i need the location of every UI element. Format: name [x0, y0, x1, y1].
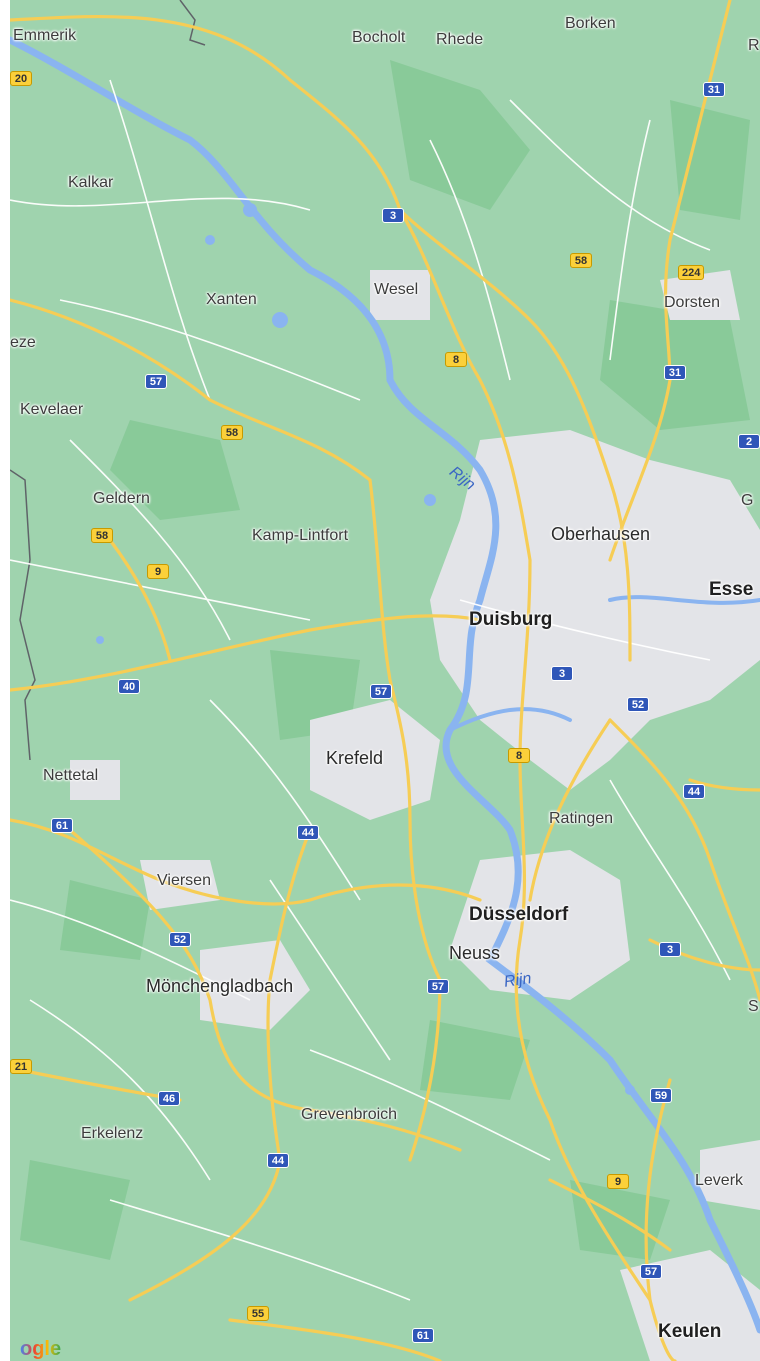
city-label-kalkar[interactable]: Kalkar	[68, 174, 114, 191]
motorway-shield-3[interactable]: 3	[382, 208, 404, 223]
city-label-wesel[interactable]: Wesel	[374, 281, 419, 298]
city-label-dorsten[interactable]: Dorsten	[664, 294, 721, 311]
motorway-shield-31[interactable]: 31	[664, 365, 686, 380]
city-label-r[interactable]: R	[748, 37, 760, 54]
motorway-shield-3[interactable]: 3	[659, 942, 681, 957]
city-label-oberhausen[interactable]: Oberhausen	[551, 524, 651, 544]
city-label-grevenbroich[interactable]: Grevenbroich	[301, 1106, 398, 1123]
motorway-shield-61[interactable]: 61	[412, 1328, 434, 1343]
city-label-krefeld[interactable]: Krefeld	[326, 748, 384, 768]
federal-road-shield-8[interactable]: 8	[508, 748, 530, 763]
city-label-eze[interactable]: eze	[10, 334, 36, 351]
federal-road-shield-9[interactable]: 9	[607, 1174, 629, 1189]
city-label-viersen[interactable]: Viersen	[157, 872, 211, 889]
motorway-shield-44[interactable]: 44	[297, 825, 319, 840]
city-label-kamp-lintfort[interactable]: Kamp-Lintfort	[252, 527, 349, 544]
motorway-shield-2[interactable]: 2	[738, 434, 760, 449]
river-rhine	[10, 36, 760, 1334]
city-label-s[interactable]: S	[748, 998, 759, 1015]
lakes	[96, 203, 635, 1095]
city-label-kevelaer[interactable]: Kevelaer	[20, 401, 84, 418]
federal-road-shield-58[interactable]: 58	[570, 253, 592, 268]
city-label-g[interactable]: G	[741, 492, 754, 509]
city-label-xanten[interactable]: Xanten	[206, 291, 257, 308]
city-label-leverk[interactable]: Leverk	[695, 1172, 744, 1189]
federal-road-shield-9[interactable]: 9	[147, 564, 169, 579]
city-label-emmerik[interactable]: Emmerik	[13, 27, 77, 44]
federal-road-shield-224[interactable]: 224	[678, 265, 705, 280]
river-label: Rijn	[502, 970, 533, 991]
motorway-shield-52[interactable]: 52	[627, 697, 649, 712]
city-label-ratingen[interactable]: Ratingen	[549, 810, 614, 827]
city-label-m-nchengladbach[interactable]: Mönchengladbach	[146, 976, 294, 996]
motorway-shield-61[interactable]: 61	[51, 818, 73, 833]
city-label-nettetal[interactable]: Nettetal	[43, 767, 99, 784]
city-label-esse[interactable]: Esse	[709, 579, 754, 600]
motorway-shield-57[interactable]: 57	[370, 684, 392, 699]
city-label-rhede[interactable]: Rhede	[436, 31, 484, 48]
motorway-shield-52[interactable]: 52	[169, 932, 191, 947]
minor-roads	[10, 79, 731, 1301]
motorway-shield-57[interactable]: 57	[427, 979, 449, 994]
city-label-d-sseldorf[interactable]: Düsseldorf	[469, 904, 569, 925]
city-label-duisburg[interactable]: Duisburg	[469, 609, 553, 630]
federal-road-shield-55[interactable]: 55	[247, 1306, 269, 1321]
motorway-shield-40[interactable]: 40	[118, 679, 140, 694]
motorway-shield-59[interactable]: 59	[650, 1088, 672, 1103]
federal-road-shield-21[interactable]: 21	[10, 1059, 32, 1074]
federal-road-shield-58[interactable]: 58	[91, 528, 113, 543]
motorway-shield-44[interactable]: 44	[683, 784, 705, 799]
motorway-shield-31[interactable]: 31	[703, 82, 725, 97]
city-label-erkelenz[interactable]: Erkelenz	[81, 1125, 144, 1142]
federal-road-shield-20[interactable]: 20	[10, 71, 32, 86]
city-label-bocholt[interactable]: Bocholt	[352, 29, 406, 46]
city-label-geldern[interactable]: Geldern	[93, 490, 150, 507]
federal-road-shield-8[interactable]: 8	[445, 352, 467, 367]
country-border	[10, 0, 206, 761]
federal-road-shield-58[interactable]: 58	[221, 425, 243, 440]
city-label-keulen[interactable]: Keulen	[658, 1321, 722, 1342]
motorway-shield-44[interactable]: 44	[267, 1153, 289, 1168]
motorway-shield-57[interactable]: 57	[640, 1264, 662, 1279]
motorway-shield-46[interactable]: 46	[158, 1091, 180, 1106]
city-label-neuss[interactable]: Neuss	[449, 943, 501, 963]
google-logo: ogle	[20, 1338, 62, 1360]
motorway-shield-3[interactable]: 3	[551, 666, 573, 681]
city-label-borken[interactable]: Borken	[565, 15, 616, 32]
motorway-shield-57[interactable]: 57	[145, 374, 167, 389]
